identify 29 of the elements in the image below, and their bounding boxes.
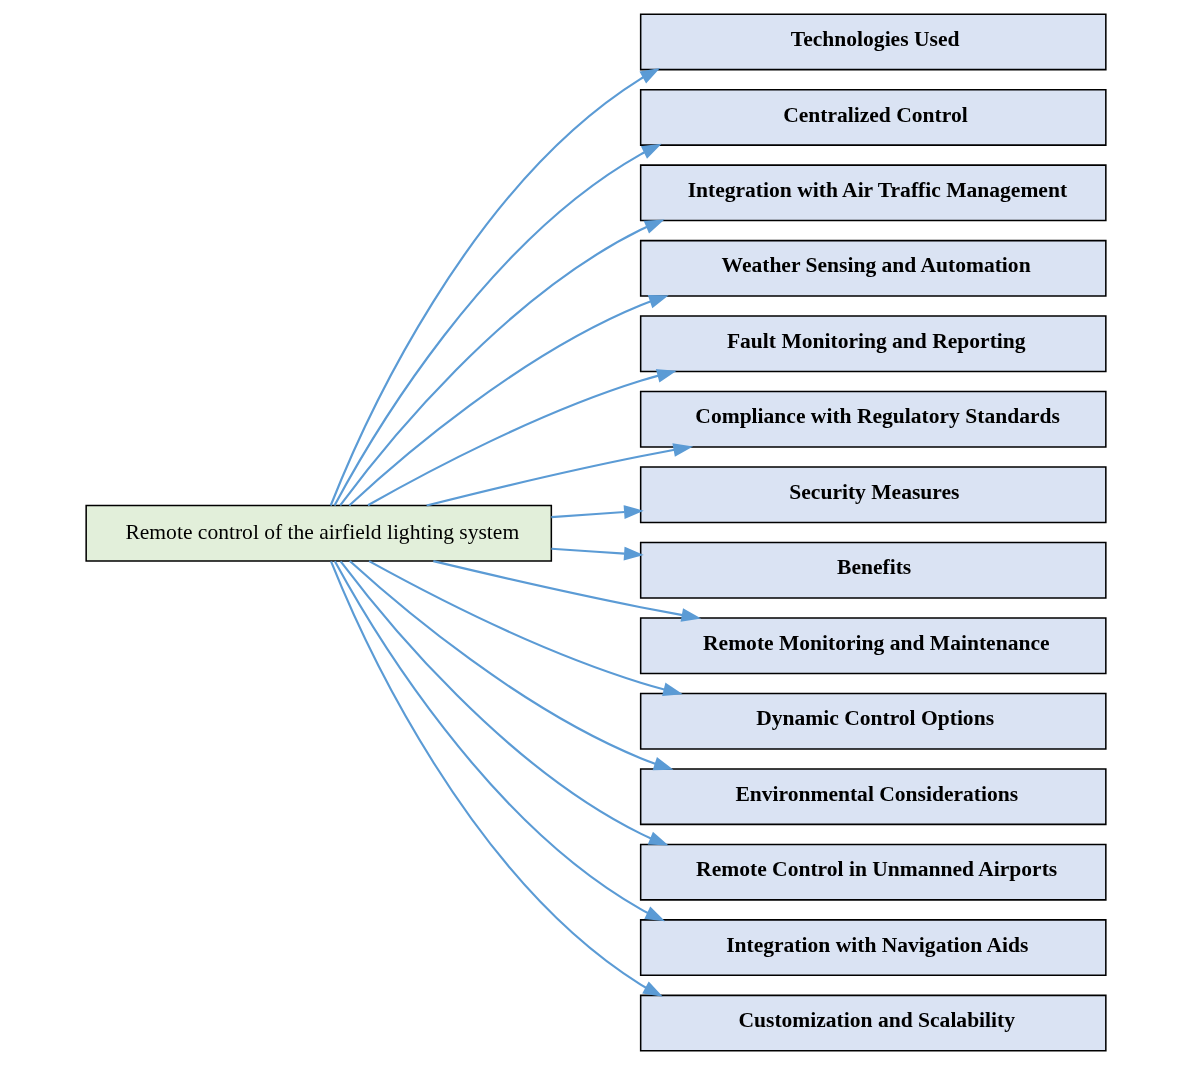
arrow	[333, 560, 666, 922]
node-box: Security Measures	[639, 466, 1107, 524]
node-box: Remote Monitoring and Maintenance	[639, 617, 1107, 675]
node-box: Fault Monitoring and Reporting	[639, 315, 1107, 373]
node-box: Remote Control in Unmanned Airports	[639, 843, 1107, 901]
arrow	[426, 443, 694, 507]
node-box: Benefits	[639, 541, 1107, 599]
node-box: Weather Sensing and Automation	[639, 239, 1107, 297]
node-box: Centralized Control	[639, 88, 1107, 146]
node-box: Remote control of the airfield lighting system	[85, 504, 553, 562]
arrow	[551, 505, 644, 519]
arrow	[339, 560, 669, 846]
arrow	[339, 219, 665, 506]
node-box: Dynamic Control Options	[639, 692, 1107, 750]
arrow	[348, 295, 669, 507]
node-box: Technologies Used	[639, 13, 1107, 71]
node-box: Customization and Scalability	[639, 994, 1107, 1052]
arrow	[349, 560, 674, 771]
arrow	[330, 560, 663, 997]
arrow	[368, 560, 683, 696]
node-box: Integration with Air Traffic Management	[639, 164, 1107, 222]
node-box: Integration with Navigation Aids	[639, 919, 1107, 977]
arrow	[433, 560, 702, 622]
arrow	[333, 143, 662, 507]
arrow	[551, 546, 644, 561]
arrow	[367, 369, 677, 507]
node-box: Environmental Considerations	[639, 768, 1107, 826]
node-box: Compliance with Regulatory Standards	[639, 390, 1107, 448]
arrow	[329, 68, 661, 506]
